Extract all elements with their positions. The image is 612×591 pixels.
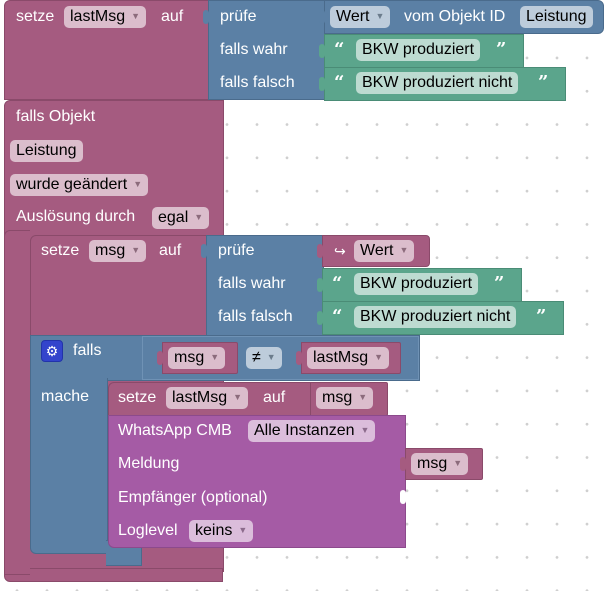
left-variable-value: msg — [174, 349, 205, 366]
value-variable-dropdown[interactable]: msg ▼ — [316, 387, 374, 409]
close-quote-icon: ” — [496, 39, 507, 60]
meldung-label: Meldung — [118, 455, 180, 472]
setze-label: setze — [16, 8, 55, 25]
pruefe-label: prüfe — [220, 8, 257, 25]
operator-value: ≠ — [252, 349, 261, 366]
open-quote-icon: “ — [332, 306, 343, 327]
input-connector — [296, 351, 302, 365]
right-variable-value: lastMsg — [313, 349, 369, 366]
ternary-block[interactable] — [208, 0, 326, 100]
input-connector — [319, 77, 325, 91]
variable-dropdown[interactable]: lastMsg ▼ — [64, 6, 147, 28]
chevron-down-icon: ▼ — [131, 11, 141, 21]
instance-dropdown[interactable]: Alle Instanzen ▼ — [248, 420, 376, 442]
open-quote-icon: “ — [334, 72, 345, 93]
loglevel-label: Loglevel — [118, 522, 178, 539]
chevron-down-icon: ▼ — [453, 458, 463, 468]
left-variable-dropdown[interactable]: msg ▼ — [168, 347, 226, 369]
empty-input-socket[interactable] — [400, 490, 406, 504]
trigger-condition-value: wurde geändert — [16, 176, 128, 193]
text-true-field[interactable]: BKW produziert — [354, 273, 479, 295]
input-connector — [317, 311, 323, 325]
meldung-variable-dropdown[interactable]: msg ▼ — [411, 453, 469, 475]
close-quote-icon: ” — [494, 273, 505, 294]
input-connector — [319, 10, 325, 24]
gear-icon[interactable]: ⚙ — [41, 340, 63, 362]
chevron-down-icon: ▼ — [375, 11, 385, 21]
trigger-value-dropdown[interactable]: Wert ▼ — [354, 240, 415, 262]
chevron-down-icon: ▼ — [399, 245, 409, 255]
chevron-down-icon: ▼ — [133, 179, 143, 189]
text-false-field[interactable]: BKW produziert nicht — [356, 72, 519, 94]
falls-falsch-label: falls falsch — [218, 308, 293, 325]
open-quote-icon: “ — [334, 39, 345, 60]
ausloesung-dropdown[interactable]: egal ▼ — [152, 207, 210, 229]
empfaenger-label: Empfänger (optional) — [118, 489, 268, 506]
return-arrow-icon: ↪ — [334, 243, 346, 259]
chevron-down-icon: ▼ — [194, 212, 204, 222]
object-id-field[interactable]: Leistung — [520, 6, 593, 28]
falls-falsch-label: falls falsch — [220, 74, 295, 91]
input-connector — [317, 278, 323, 292]
if-block-body — [30, 378, 108, 554]
falls-wahr-label: falls wahr — [220, 41, 288, 58]
falls-wahr-label: falls wahr — [218, 275, 286, 292]
auf-label: auf — [159, 242, 182, 259]
variable-value: lastMsg — [172, 389, 228, 406]
chevron-down-icon: ▼ — [358, 392, 368, 402]
close-quote-icon: ” — [538, 72, 549, 93]
ausloesung-label: Auslösung durch — [16, 208, 136, 225]
whatsapp-title: WhatsApp CMB — [118, 422, 232, 439]
pruefe-label: prüfe — [218, 242, 255, 259]
input-connector — [400, 457, 406, 471]
loglevel-dropdown[interactable]: keins ▼ — [189, 520, 254, 542]
variable-value: lastMsg — [70, 8, 126, 25]
variable-dropdown[interactable]: msg ▼ — [89, 240, 147, 262]
open-quote-icon: “ — [332, 273, 343, 294]
meldung-variable-value: msg — [417, 455, 448, 472]
chevron-down-icon: ▼ — [360, 425, 370, 435]
chevron-down-icon: ▼ — [266, 352, 276, 362]
chevron-down-icon: ▼ — [131, 245, 141, 255]
close-quote-icon: ” — [536, 306, 547, 327]
mache-label: mache — [41, 388, 90, 405]
auf-label: auf — [263, 389, 286, 406]
loglevel-value: keins — [195, 522, 233, 539]
right-variable-dropdown[interactable]: lastMsg ▼ — [307, 347, 390, 369]
trigger-block-footer — [4, 568, 223, 582]
falls-objekt-label: falls Objekt — [16, 108, 96, 125]
trigger-condition-dropdown[interactable]: wurde geändert ▼ — [10, 174, 149, 196]
setze-label: setze — [118, 389, 157, 406]
vom-objekt-label: vom Objekt ID — [404, 8, 506, 25]
variable-dropdown[interactable]: lastMsg ▼ — [166, 387, 249, 409]
trigger-value-value: Wert — [360, 242, 394, 259]
value-variable-value: msg — [322, 389, 353, 406]
input-connector — [201, 244, 207, 258]
input-connector — [203, 10, 209, 24]
instance-value: Alle Instanzen — [254, 422, 355, 439]
falls-label: falls — [73, 342, 102, 359]
input-connector — [317, 244, 323, 258]
operator-dropdown[interactable]: ≠▼ — [246, 347, 282, 369]
chevron-down-icon: ▼ — [374, 352, 384, 362]
state-attribute-value: Wert — [336, 8, 370, 25]
state-attribute-dropdown[interactable]: Wert ▼ — [330, 6, 391, 28]
setze-label: setze — [41, 242, 80, 259]
trigger-block-body — [4, 230, 30, 575]
ausloesung-value: egal — [158, 209, 189, 226]
ternary-block[interactable] — [206, 235, 324, 336]
trigger-object-field[interactable]: Leistung — [10, 140, 83, 162]
chevron-down-icon: ▼ — [233, 392, 243, 402]
text-true-field[interactable]: BKW produziert — [356, 39, 481, 61]
input-connector — [157, 351, 163, 365]
variable-value: msg — [95, 242, 126, 259]
auf-label: auf — [161, 8, 184, 25]
chevron-down-icon: ▼ — [238, 525, 248, 535]
text-false-field[interactable]: BKW produziert nicht — [354, 306, 517, 328]
input-connector — [319, 44, 325, 58]
chevron-down-icon: ▼ — [210, 352, 220, 362]
